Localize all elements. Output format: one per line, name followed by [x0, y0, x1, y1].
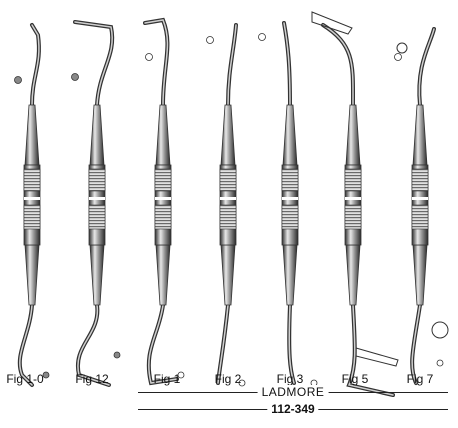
tip-size-circle	[206, 36, 214, 44]
upper-neck	[89, 104, 105, 166]
figure-label-fig-7: Fig 7	[406, 372, 434, 386]
tip-size-circle	[238, 379, 246, 387]
lower-neck	[412, 244, 428, 306]
lower-neck	[155, 244, 171, 306]
upper-neck	[24, 104, 40, 166]
lower-neck	[24, 244, 40, 306]
tip-size-circle-large-bottom	[431, 321, 449, 339]
upper-grip	[219, 168, 237, 192]
figure-label-fig-1: Fig 1	[153, 372, 181, 386]
upper-working-end-highlight	[74, 21, 113, 106]
lower-grip	[281, 204, 299, 230]
lower-grip	[88, 204, 106, 230]
curved-plugger-icon	[143, 17, 185, 386]
lower-neck	[345, 244, 361, 306]
tip-size-circle	[436, 359, 444, 367]
lower-working-end-highlight	[217, 304, 229, 384]
lower-neck	[220, 244, 236, 306]
upper-neck	[220, 104, 236, 166]
spatula-icon	[258, 21, 318, 387]
lower-working-end-highlight	[77, 304, 110, 386]
upper-grip	[88, 168, 106, 192]
figure-label-fig-3: Fig 3	[276, 372, 304, 386]
tip-size-circle	[42, 371, 50, 379]
tip-size-circle	[14, 76, 22, 84]
handle-gap	[282, 197, 298, 200]
handle-gap	[220, 197, 236, 200]
lower-working-end-highlight	[347, 304, 394, 396]
lower-grip	[23, 204, 41, 230]
lower-neck	[282, 244, 298, 306]
upper-neck	[345, 104, 361, 166]
handle-gap	[89, 197, 105, 200]
lower-grip	[219, 204, 237, 230]
lower-working-end-highlight	[411, 304, 421, 384]
handle-gap	[412, 197, 428, 200]
flat-carver-icon	[321, 23, 395, 397]
upper-grip	[344, 168, 362, 192]
tip-size-circle-large	[396, 42, 408, 54]
lower-grip	[154, 204, 172, 230]
upper-working-end-highlight	[418, 28, 435, 106]
lower-working-end-highlight	[19, 304, 33, 386]
tip-size-circle	[258, 33, 266, 41]
upper-working-end-highlight	[144, 19, 169, 106]
upper-neck	[412, 104, 428, 166]
upper-neck	[155, 104, 171, 166]
tip-size-circle	[145, 53, 153, 61]
ball-burnisher-icon	[14, 23, 50, 387]
large-plugger-icon	[394, 27, 444, 385]
small-plugger-icon	[206, 23, 246, 387]
upper-working-end-highlight	[227, 24, 237, 106]
figure-label-fig-2: Fig 2	[214, 372, 242, 386]
upper-grip	[411, 168, 429, 192]
angled-burnisher-icon	[71, 20, 121, 387]
blade-detail-bottom	[355, 347, 399, 367]
upper-working-end-highlight	[322, 24, 354, 106]
tip-size-circle	[113, 351, 121, 359]
lower-grip	[344, 204, 362, 230]
catalog-number: 112-349	[267, 402, 319, 416]
lower-working-end-highlight	[288, 304, 295, 384]
figure-label-fig-12: Fig 12	[75, 372, 109, 386]
brand-name: LADMORE	[257, 385, 329, 399]
tip-size-circle	[394, 53, 402, 61]
lower-neck	[89, 244, 105, 306]
upper-grip	[23, 168, 41, 192]
figure-label-fig-1-0: Fig 1-0	[6, 372, 44, 386]
handle-gap	[155, 197, 171, 200]
upper-grip	[154, 168, 172, 192]
figure-label-fig-5: Fig 5	[341, 372, 369, 386]
handle-gap	[345, 197, 361, 200]
tip-size-circle	[177, 371, 185, 379]
upper-working-end-highlight	[283, 22, 291, 106]
blade-detail-top	[311, 11, 353, 35]
lower-working-end-highlight	[148, 304, 178, 384]
upper-neck	[282, 104, 298, 166]
lower-grip	[411, 204, 429, 230]
handle-gap	[24, 197, 40, 200]
upper-grip	[281, 168, 299, 192]
upper-working-end-highlight	[31, 24, 40, 106]
tip-size-circle	[71, 73, 79, 81]
